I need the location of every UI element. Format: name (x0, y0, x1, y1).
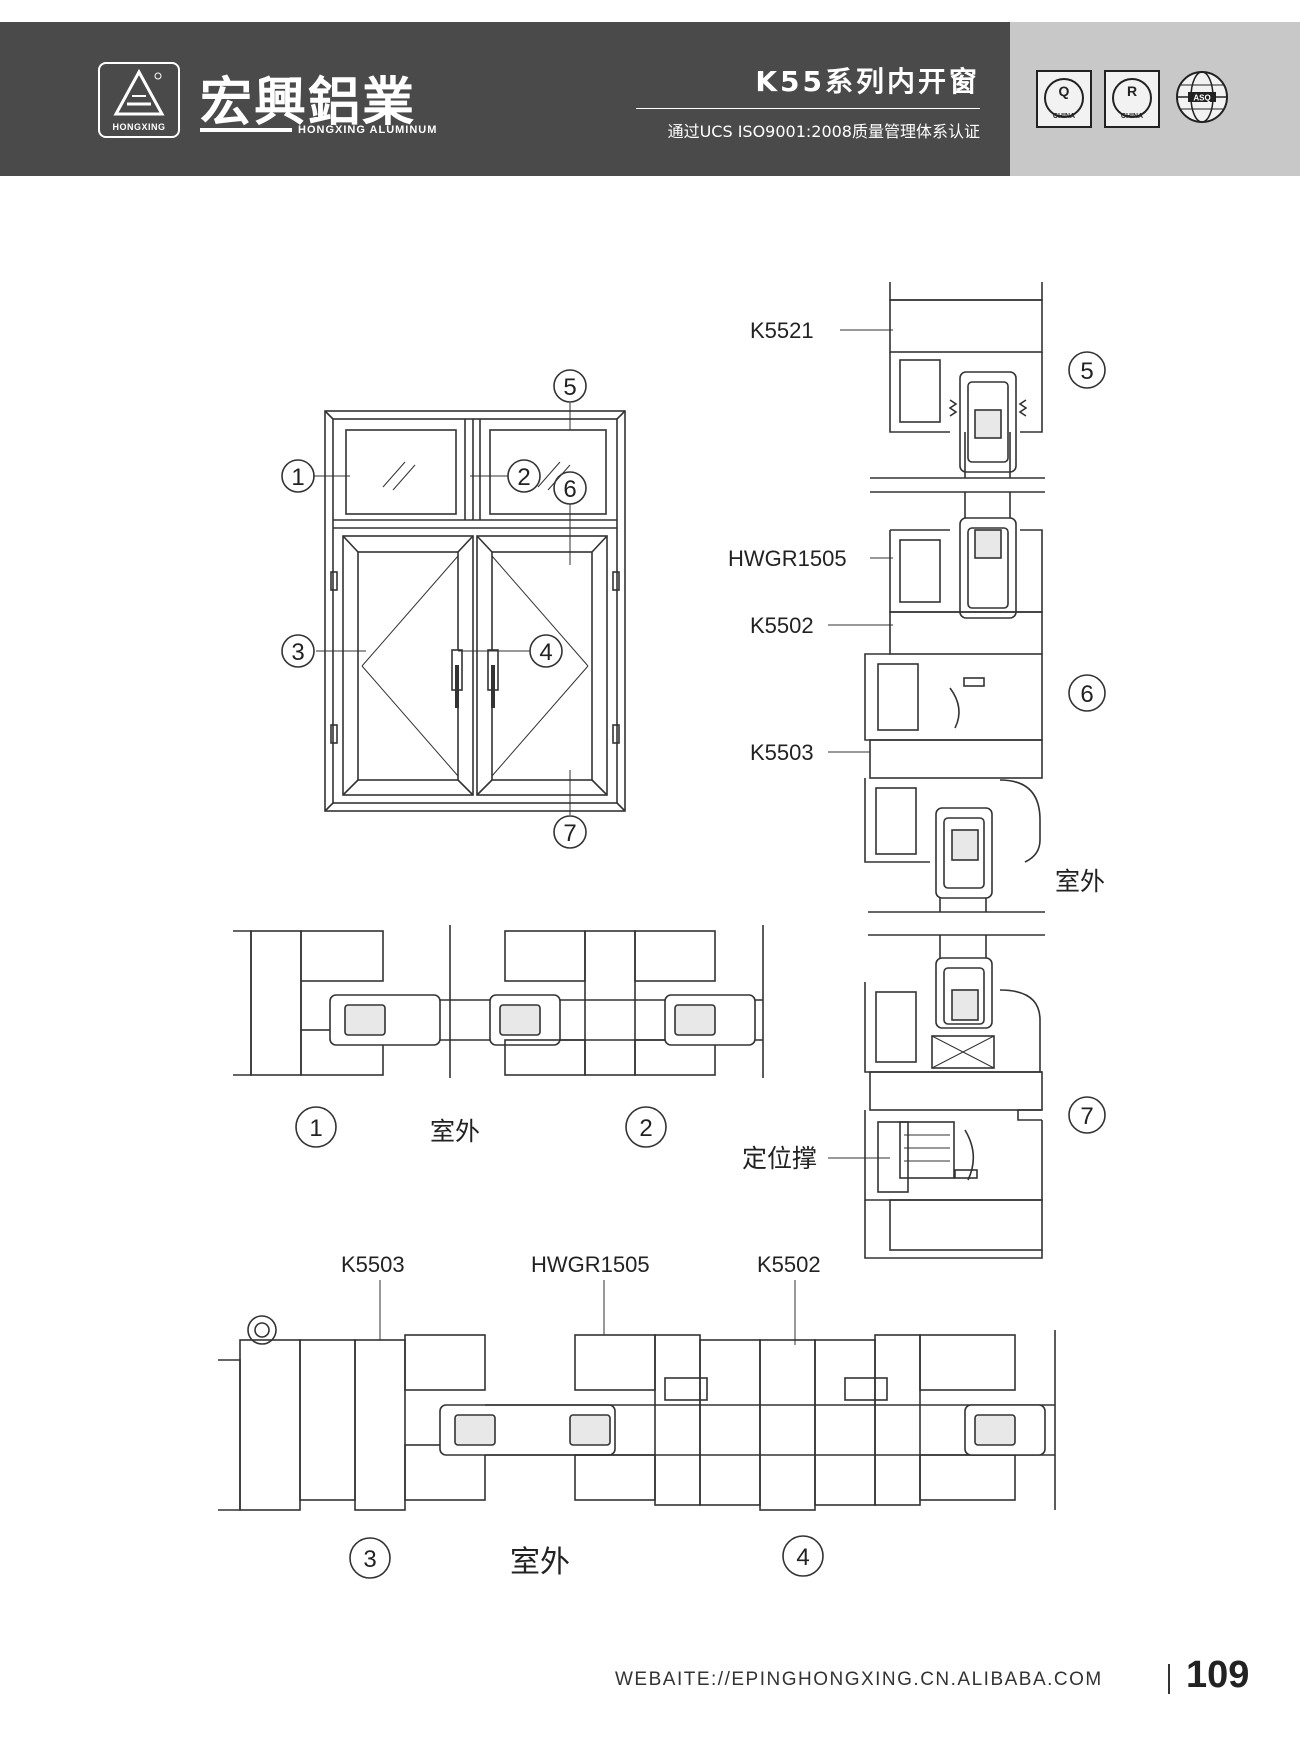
logo-triangle-icon (113, 68, 165, 116)
vertical-section (828, 282, 1106, 1259)
label-outside-section-1-2: 室外 (430, 1117, 480, 1146)
section-callout-2: 2 (639, 1115, 652, 1142)
company-logo: HONGXING (98, 62, 180, 138)
section-callout-4: 4 (796, 1544, 809, 1571)
horizontal-section-1-2 (233, 925, 764, 1148)
globe-certification-icon: ASQ (1176, 71, 1228, 123)
brand-name-cn: 宏興鋁業 (200, 73, 417, 133)
vertical-callout-6: 6 (1080, 681, 1093, 708)
label-hwgr1505-horizontal: HWGR1505 (531, 1252, 650, 1277)
q-badge-caption: CHINA (1052, 113, 1076, 120)
label-hwgr1505-vertical: HWGR1505 (728, 546, 847, 571)
label-k5521: K5521 (750, 318, 814, 343)
section-callout-1: 1 (309, 1115, 322, 1142)
logo-caption: HONGXING (112, 122, 166, 132)
label-k5502-horizontal: K5502 (757, 1252, 821, 1277)
brand-underline (200, 128, 292, 132)
r-badge-letter: R (1112, 78, 1152, 118)
horizontal-section-3-4 (218, 1280, 1056, 1579)
certification-text: 通过UCS ISO9001:2008质量管理体系认证 (667, 122, 980, 141)
series-title: K55系列内开窗 (755, 65, 980, 98)
label-outside-vertical: 室外 (1055, 867, 1105, 896)
elevation-callout-5: 5 (563, 374, 576, 401)
elevation-callout-3: 3 (291, 639, 304, 666)
elevation-callout-1: 1 (291, 464, 304, 491)
footer-separator (1168, 1664, 1170, 1694)
footer-url: WEBAITE://EPINGHONGXING.CN.ALIBABA.COM (615, 1669, 1103, 1690)
globe-badge-text: ASQ (1193, 94, 1210, 103)
r-china-badge: R CHINA (1104, 70, 1160, 128)
label-k5503-vertical: K5503 (750, 740, 814, 765)
label-locator-stay: 定位撑 (742, 1144, 817, 1173)
q-badge-letter: Q (1044, 78, 1084, 118)
vertical-callout-5: 5 (1080, 358, 1093, 385)
label-outside-section-3-4: 室外 (510, 1545, 570, 1580)
q-china-badge: Q CHINA (1036, 70, 1092, 128)
vertical-callout-7: 7 (1080, 1103, 1093, 1130)
elevation-callout-2: 2 (517, 464, 530, 491)
window-elevation (281, 369, 626, 849)
r-badge-caption: CHINA (1120, 113, 1144, 120)
label-k5502-vertical: K5502 (750, 613, 814, 638)
section-callout-3: 3 (363, 1546, 376, 1573)
elevation-callout-7: 7 (563, 820, 576, 847)
elevation-callout-6: 6 (563, 476, 576, 503)
brand-name-en: HONGXING ALUMINUM (298, 124, 438, 136)
page-header: HONGXING 宏興鋁業 HONGXING ALUMINUM K55系列内开窗… (0, 0, 1300, 176)
header-divider (636, 108, 980, 109)
page-number: 109 (1186, 1654, 1250, 1696)
elevation-callout-4: 4 (539, 639, 552, 666)
label-k5503-horizontal: K5503 (341, 1252, 405, 1277)
header-dark-band (0, 22, 1010, 176)
